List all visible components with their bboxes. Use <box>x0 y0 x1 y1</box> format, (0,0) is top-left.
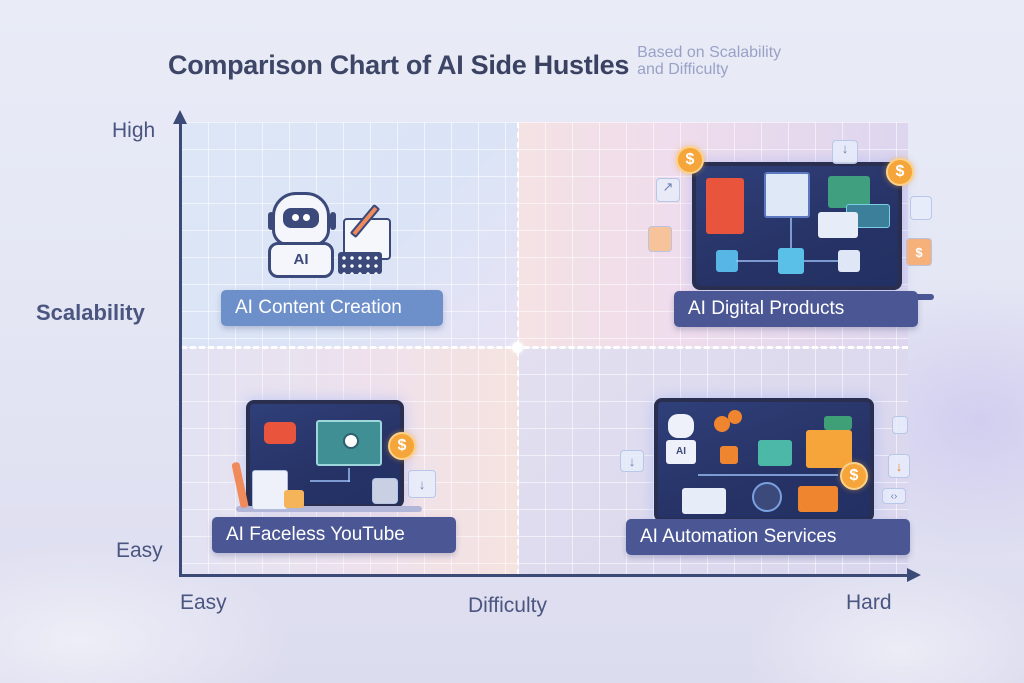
x-axis-low-label: Easy <box>180 591 227 614</box>
gear-icon <box>728 410 742 424</box>
video-laptop-icon: $ ↓ <box>222 398 452 516</box>
y-axis-low-label: Easy <box>116 539 163 562</box>
robot-ai-badge: AI <box>666 440 696 464</box>
y-axis-arrow-icon <box>173 110 187 124</box>
download-orange-icon: ↓ <box>888 454 910 478</box>
download-icon: ↓ <box>408 470 436 498</box>
dollar-coin-icon: $ <box>886 158 914 186</box>
y-axis-title: Scalability <box>36 300 145 325</box>
quadrant-label-content-creation: AI Content Creation <box>221 290 443 326</box>
quadrant-label-digital-products: AI Digital Products <box>674 291 918 327</box>
center-point <box>512 342 523 353</box>
title-bold: Side Hustles <box>470 50 630 80</box>
spreadsheet-icon <box>818 212 858 238</box>
dollar-tile-icon: $ <box>906 238 932 266</box>
robot-head-icon <box>668 414 694 438</box>
chart-title-block: Comparison Chart of AI Side Hustles Base… <box>168 44 781 81</box>
x-axis-high-label: Hard <box>846 591 892 614</box>
y-axis-high-label: High <box>112 119 156 142</box>
chat-bubble-icon <box>264 422 296 444</box>
ebook-icon <box>706 178 744 234</box>
dollar-coin-icon: $ <box>840 462 868 490</box>
code-icon: ‹› <box>882 488 906 504</box>
subtitle-line-1: Based on Scalability <box>637 44 782 61</box>
document-icon <box>252 470 288 510</box>
video-player-icon <box>316 420 382 466</box>
dollar-coin-icon: $ <box>676 146 704 174</box>
online-course-icon <box>828 176 870 208</box>
store-icon <box>910 196 932 220</box>
title-prefix: Comparison Chart of AI <box>168 50 471 80</box>
subtitle-line-2: and Difficulty <box>637 61 729 78</box>
robot-ai-badge: AI <box>268 242 334 278</box>
y-axis <box>179 122 182 577</box>
download-icon: ↓ <box>620 450 644 472</box>
automation-dashboard-icon: AI $ ↓ ↓ ‹› <box>618 396 918 522</box>
hook-icon <box>372 478 398 504</box>
digital-products-laptop-icon: $ $ ↓ ↗ $ <box>640 140 940 300</box>
x-axis-arrow-icon <box>907 568 921 582</box>
quadrant-label-faceless-youtube: AI Faceless YouTube <box>212 517 456 553</box>
play-icon <box>720 446 738 464</box>
download-file-icon <box>764 172 810 218</box>
sticky-note-icon <box>284 490 304 508</box>
dollar-coin-icon: $ <box>388 432 416 460</box>
robot-writer-icon: AI <box>268 192 398 282</box>
x-axis-title: Difficulty <box>468 594 547 617</box>
analytics-icon <box>752 482 782 512</box>
chart-title: Comparison Chart of AI Side Hustles <box>168 50 629 81</box>
chart-subtitle: Based on Scalability and Difficulty <box>637 44 781 78</box>
alert-folder-icon <box>798 486 838 512</box>
orange-tile-icon <box>648 226 672 252</box>
keyboard-icon <box>338 252 382 274</box>
quadrant-label-automation-services: AI Automation Services <box>626 519 910 555</box>
profile-card-icon <box>758 440 792 466</box>
x-axis <box>179 574 909 577</box>
chart-tile-icon: ↗ <box>656 178 680 202</box>
gear-icon <box>714 416 730 432</box>
horizontal-divider <box>181 346 908 349</box>
download-icon: ↓ <box>832 140 858 164</box>
growth-chart-icon <box>806 430 852 468</box>
document-icon <box>892 416 908 434</box>
table-icon <box>682 488 726 514</box>
